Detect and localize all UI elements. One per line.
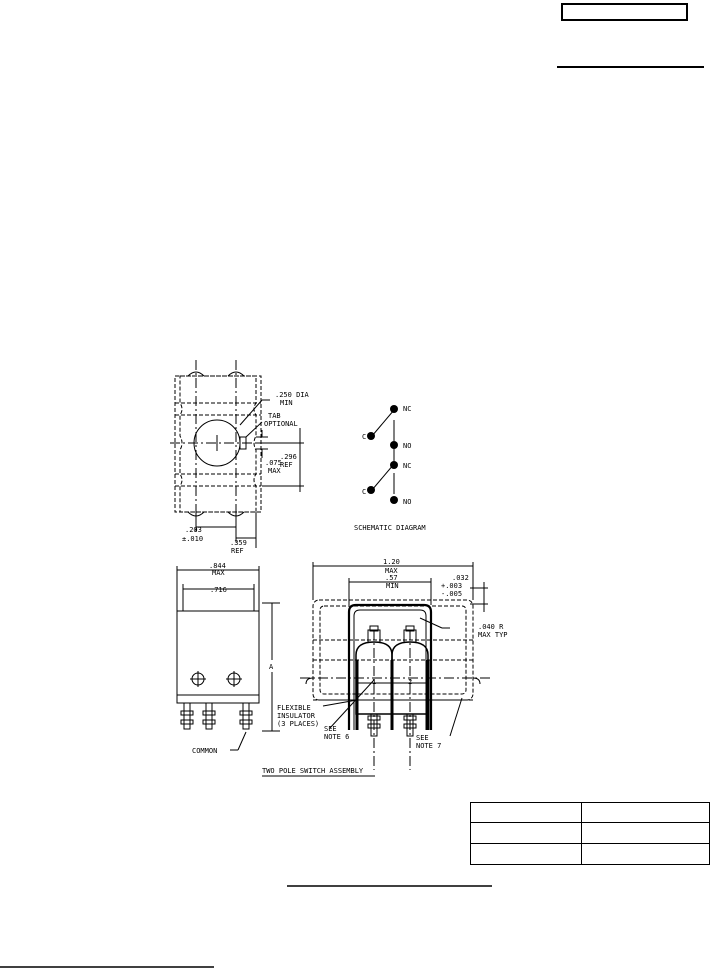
pole-1-label: 1	[372, 678, 376, 686]
note7-1: SEE	[416, 734, 429, 742]
dim-203-2: ±.010	[182, 535, 203, 543]
table-row	[470, 843, 710, 865]
table-cell	[581, 843, 710, 865]
dim-296-2: REF	[280, 461, 293, 469]
note6-2: NOTE 6	[324, 733, 349, 741]
schematic-contacts	[367, 405, 398, 504]
dim-120-2: MAX	[385, 567, 398, 575]
schematic-title: SCHEMATIC DIAGRAM	[354, 524, 426, 532]
dim-57-1: .57	[385, 574, 398, 582]
dim-120-1: 1.20	[383, 558, 400, 566]
table-cell	[470, 843, 582, 865]
sch-no-2: NO	[403, 498, 411, 506]
common-label: COMMON	[192, 747, 217, 755]
table-row	[470, 802, 710, 823]
dim-716: .716	[210, 586, 227, 594]
dim-203-1: .203	[185, 526, 202, 534]
insulator-2: INSULATOR	[277, 712, 316, 720]
radius-2: MAX TYP	[478, 631, 508, 639]
insulator-3: (3 PLACES)	[277, 720, 319, 728]
note6-1: SEE	[324, 725, 337, 733]
insulator-1: FLEXIBLE	[277, 704, 311, 712]
radius-1: .040 R	[478, 623, 504, 631]
note7-2: NOTE 7	[416, 742, 441, 750]
dim-075-1: .075	[265, 459, 282, 467]
dim-075-2: MAX	[268, 467, 281, 475]
info-table	[470, 802, 710, 865]
top-view-outline	[170, 360, 304, 548]
pole-2-label: 2	[408, 678, 412, 686]
header-box	[561, 3, 688, 21]
sch-nc-1: NC	[403, 405, 411, 413]
dia-label-2: MIN	[280, 399, 293, 407]
tol-3: -.005	[441, 590, 462, 598]
table-cell	[470, 802, 582, 823]
tol-2: +.003	[441, 582, 462, 590]
front-view-outline	[176, 566, 280, 751]
dia-label-1: .250 DIA	[275, 391, 310, 399]
dim-a: A	[269, 663, 274, 671]
table-row	[470, 822, 710, 844]
dim-359-1: .359	[230, 539, 247, 547]
table-cell	[581, 802, 710, 823]
dim-359-2: REF	[231, 547, 244, 555]
dim-57-2: MIN	[386, 582, 399, 590]
table-cell	[581, 822, 710, 844]
sch-no-1: NO	[403, 442, 411, 450]
dim-844-2: MAX	[212, 569, 225, 577]
assembly-title: TWO POLE SWITCH ASSEMBLY	[262, 767, 364, 775]
sch-nc-2: NC	[403, 462, 411, 470]
sch-c-1: C	[362, 433, 366, 441]
tab-label-2: OPTIONAL	[264, 420, 298, 428]
tol-1: .032	[452, 574, 469, 582]
side-view-outline	[300, 562, 492, 770]
dim-844-1: .844	[209, 562, 226, 570]
table-cell	[470, 822, 582, 844]
dim-296-1: .296	[280, 453, 297, 461]
header-rule	[557, 66, 704, 68]
sch-c-2: C	[362, 488, 366, 496]
tab-label-1: TAB	[268, 412, 281, 420]
schematic-lines	[371, 409, 395, 494]
